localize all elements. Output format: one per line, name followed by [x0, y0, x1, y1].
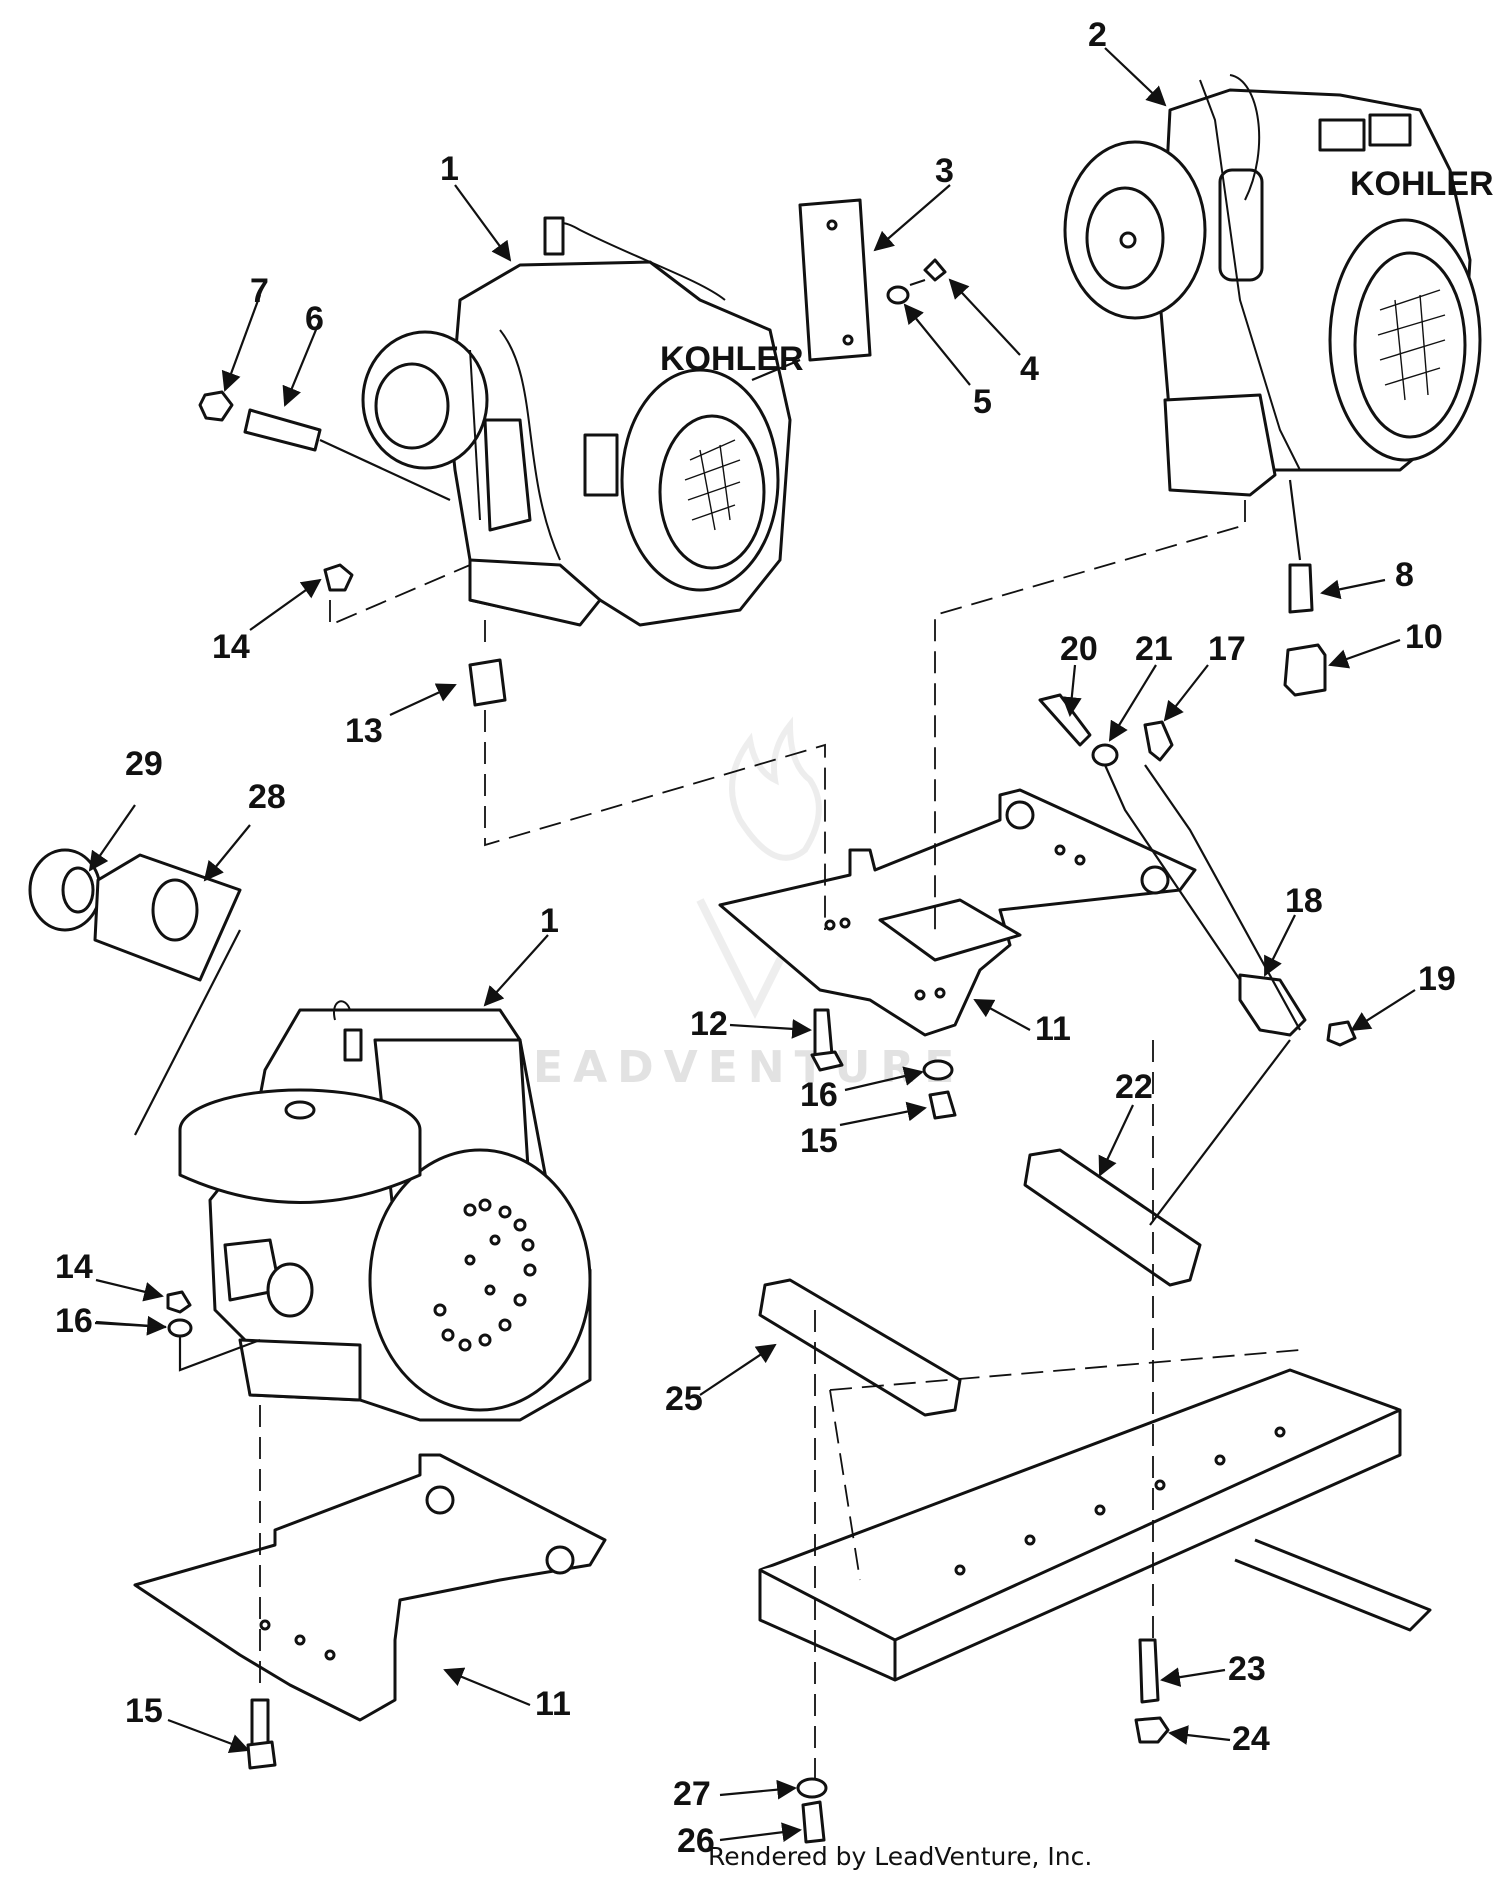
- callout-13: 13: [345, 712, 383, 750]
- callout-27: 27: [673, 1775, 711, 1813]
- callout-25: 25: [665, 1380, 703, 1418]
- callout-8: 8: [1395, 556, 1414, 594]
- channel-block-25: [758, 1278, 962, 1417]
- callout-18: 18: [1285, 882, 1323, 920]
- callout-1: 1: [540, 902, 559, 940]
- callout-29: 29: [125, 745, 163, 783]
- callout-6: 6: [305, 300, 324, 338]
- nut-14-lower: [166, 1290, 192, 1314]
- callout-23: 23: [1228, 1650, 1266, 1688]
- mounting-plate-lower: [133, 1453, 607, 1722]
- washer-5: [886, 285, 910, 305]
- mounting-plate-upper: [718, 788, 1197, 1037]
- bracket-plate-3: [798, 198, 872, 362]
- callout-11: 11: [535, 1685, 571, 1723]
- callout-12: 12: [690, 1005, 728, 1043]
- callout-16: 16: [55, 1302, 93, 1340]
- washer-27: [796, 1777, 828, 1799]
- washer-16-top: [922, 1059, 954, 1081]
- callout-labels: 1 1 2 3 4 5 6 7 8 10 11 11 12 13 14 14 1…: [55, 16, 1456, 1860]
- callout-24: 24: [1232, 1720, 1270, 1758]
- screw-15-top: [928, 1090, 957, 1120]
- callout-22: 22: [1115, 1068, 1153, 1106]
- engine-lower-left: [178, 1000, 592, 1422]
- stud-8: [1288, 563, 1314, 614]
- engine-top-right: KOHLER: [1063, 74, 1494, 497]
- callout-20: 20: [1060, 630, 1098, 668]
- callout-14: 14: [55, 1248, 93, 1286]
- callout-14: 14: [212, 628, 250, 666]
- stud-23: [1138, 1638, 1160, 1704]
- bolt-12: [813, 1008, 834, 1060]
- render-credit: Rendered by LeadVenture, Inc.: [708, 1842, 1093, 1871]
- nut-24: [1134, 1716, 1170, 1744]
- spacer-13: [468, 658, 507, 707]
- stud-6: [243, 408, 322, 452]
- callout-16: 16: [800, 1076, 838, 1114]
- callout-4: 4: [1020, 350, 1039, 388]
- callout-5: 5: [973, 383, 992, 421]
- callout-7: 7: [250, 272, 269, 310]
- coupling-nut-10: [1283, 643, 1327, 697]
- washer-16-lower: [167, 1318, 193, 1338]
- nut-15-head: [246, 1740, 277, 1770]
- callout-1: 1: [440, 150, 459, 188]
- callout-arrows: [88, 47, 1416, 1843]
- screw-17: [1143, 720, 1174, 762]
- callout-21: 21: [1135, 630, 1173, 668]
- bolt-20: [1038, 693, 1092, 747]
- callout-15: 15: [125, 1692, 163, 1730]
- callout-15: 15: [800, 1122, 838, 1160]
- tractor-frame: [758, 1349, 1432, 1682]
- assembly-lines: [134, 358, 1302, 1790]
- callout-26: 26: [677, 1822, 715, 1860]
- mount-18: [1238, 973, 1307, 1037]
- nut-7: [198, 390, 234, 422]
- nut-14-top: [323, 563, 354, 592]
- watermark-text: LEADVENTURE: [495, 1042, 964, 1093]
- callout-28: 28: [248, 778, 286, 816]
- engine-top-left: KOHLER: [361, 216, 804, 627]
- callout-17: 17: [1208, 630, 1246, 668]
- callout-11: 11: [1035, 1010, 1071, 1048]
- engine-brand-marking: KOHLER: [1350, 165, 1494, 203]
- callout-19: 19: [1418, 960, 1456, 998]
- engine-brand-marking: KOHLER: [660, 340, 804, 378]
- screw-26: [801, 1800, 826, 1844]
- washer-21: [1091, 743, 1119, 767]
- nut-12-head: [810, 1050, 844, 1072]
- callout-2: 2: [1088, 16, 1107, 54]
- screw-4: [909, 258, 947, 286]
- bolt-15-lower: [250, 1698, 270, 1750]
- callout-10: 10: [1405, 618, 1443, 656]
- channel-block-22: [1023, 1148, 1202, 1287]
- nut-19: [1326, 1020, 1357, 1047]
- engine-cooling-holes: [433, 1198, 537, 1352]
- callout-3: 3: [935, 152, 954, 190]
